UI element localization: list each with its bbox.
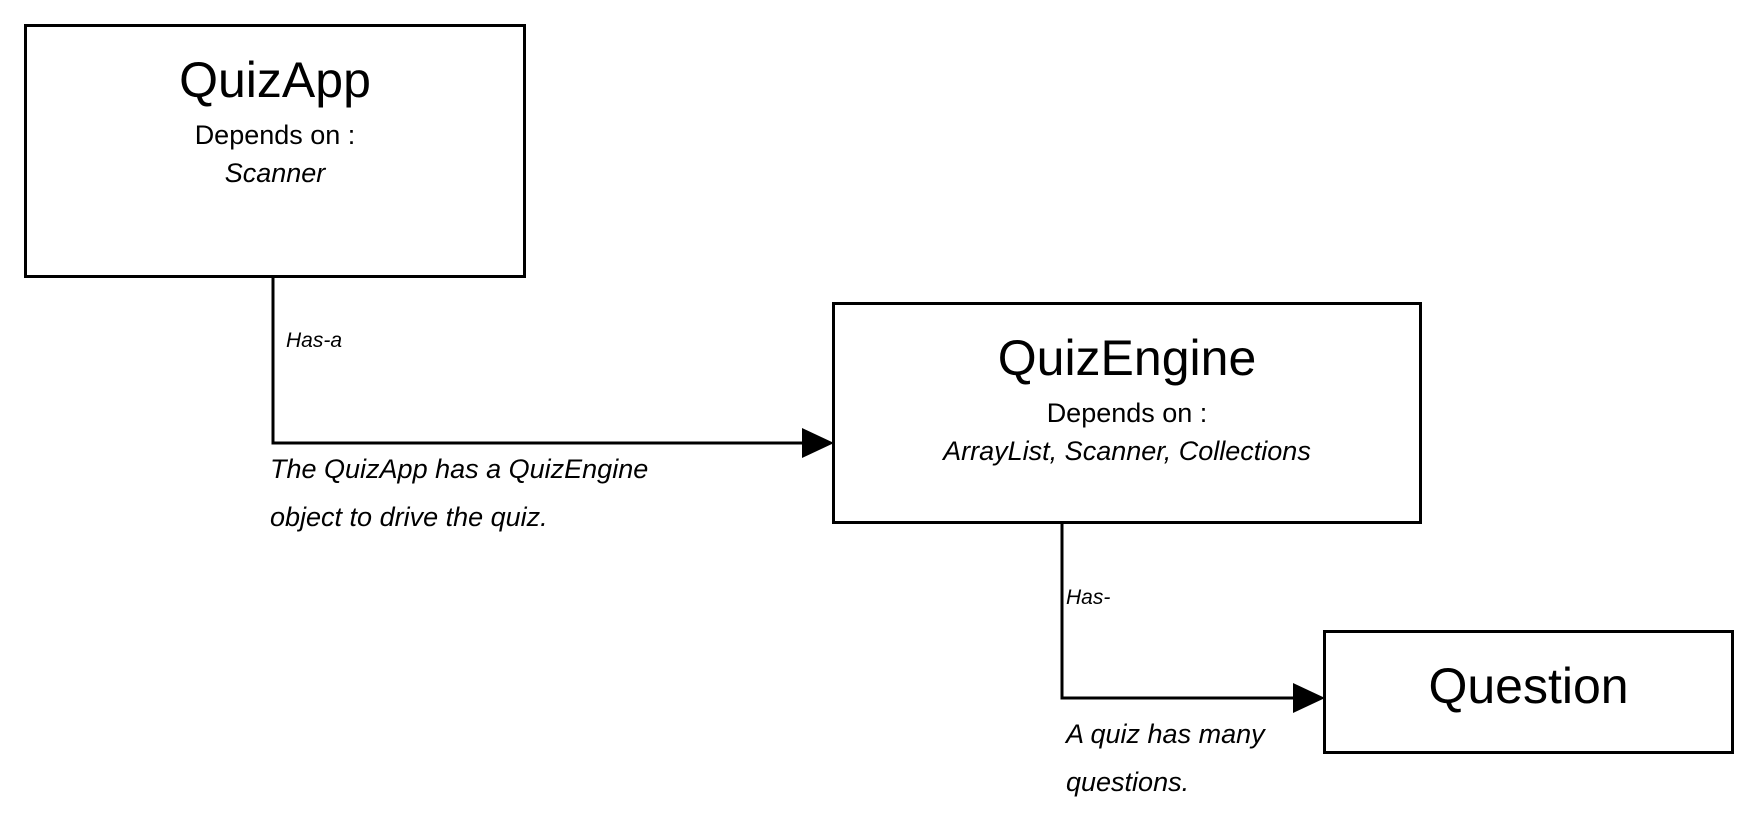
edge-app-to-engine-label: Has-a (286, 329, 343, 352)
node-quizapp-depends-list: Scanner (224, 158, 326, 189)
edge-engine-to-question-description-line2: questions. (1066, 767, 1190, 797)
node-quizengine: QuizEngine Depends on : ArrayList, Scann… (832, 302, 1422, 524)
connector-engine-to-question (1060, 523, 1293, 700)
connector-app-to-engine (271, 277, 802, 445)
node-question: Question (1323, 630, 1734, 754)
arrowhead-app-to-engine (802, 428, 834, 458)
node-quizapp-title: QuizApp (179, 52, 371, 108)
node-quizapp-depends-label: Depends on : (194, 120, 356, 150)
node-quizengine-depends-label: Depends on : (1046, 398, 1208, 428)
edge-engine-to-question-label: Has- (1066, 586, 1111, 609)
edge-app-to-engine-description: The QuizApp has a QuizEngine object to d… (270, 445, 648, 541)
node-quizengine-title: QuizEngine (997, 330, 1257, 386)
edge-engine-to-question-description: A quiz has many questions. (1066, 710, 1265, 806)
edge-app-to-engine-description-line2: object to drive the quiz. (270, 502, 548, 532)
node-quizapp: QuizApp Depends on : Scanner (24, 24, 526, 278)
edge-engine-to-question-description-line1: A quiz has many (1066, 719, 1265, 749)
edge-app-to-engine-description-line1: The QuizApp has a QuizEngine (270, 454, 649, 484)
node-question-title: Question (1428, 658, 1629, 714)
arrowhead-engine-to-question (1293, 683, 1325, 713)
node-quizengine-depends-list: ArrayList, Scanner, Collections (943, 436, 1311, 467)
